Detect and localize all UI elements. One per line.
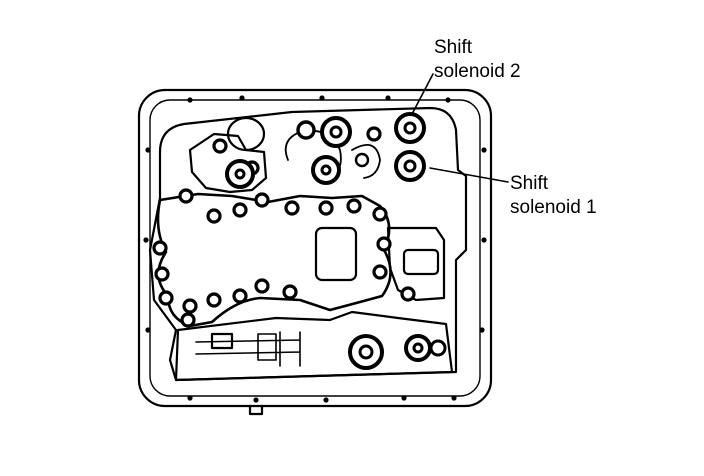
bolt-hole (145, 147, 151, 153)
bolt-hole (145, 327, 151, 333)
upper-left-bracket (188, 132, 268, 194)
shift-solenoid-1-leader (429, 167, 509, 183)
bolt-hole (253, 397, 259, 403)
valve-bolt (152, 240, 168, 256)
shift-solenoid-1-core (403, 159, 417, 173)
bolt-hole (187, 395, 193, 401)
valve-bolt (372, 206, 388, 222)
valve-bolt (284, 200, 300, 216)
bolt-hole (481, 147, 487, 153)
right-solenoid-housing (402, 248, 440, 276)
bolt-hole (187, 97, 193, 103)
bolt-hole (445, 97, 451, 103)
bolt-hole (479, 327, 485, 333)
bolt-hole (451, 395, 457, 401)
central-window (314, 226, 358, 282)
valve-bolt (282, 284, 298, 300)
valve-bolt (232, 202, 248, 218)
valve-bolt (158, 290, 174, 306)
valve-bolt (376, 236, 392, 252)
shift-solenoid-1-label-line2: solenoid 1 (510, 197, 597, 218)
shift-solenoid-2-leader (410, 73, 434, 117)
valve-bolt (346, 198, 362, 214)
valve-bolt (254, 278, 270, 294)
valve-bolt (212, 138, 228, 154)
valve-bolt (232, 288, 248, 304)
solenoid-upper-left-core (234, 168, 246, 180)
shift-solenoid-2-core (403, 121, 417, 135)
valve-bolt (180, 312, 196, 328)
separator-plate (156, 192, 392, 328)
shift-solenoid-2-label-line2: solenoid 2 (434, 61, 521, 82)
bolt-hole (319, 95, 325, 101)
small-fitting (354, 152, 370, 168)
solenoid-lower-right-core (358, 344, 374, 360)
right-valve-body (386, 226, 446, 302)
small-fitting (296, 120, 316, 140)
valve-bolt (254, 192, 270, 208)
lower-valve-body (174, 310, 454, 382)
bolt-hole (239, 95, 245, 101)
valve-bolt (206, 208, 222, 224)
housing-tab (248, 404, 264, 416)
valve-bolt (372, 264, 388, 280)
housing-outline (137, 88, 493, 408)
bolt-hole (481, 237, 487, 243)
lower-spool-block (257, 333, 277, 361)
bolt-hole (385, 95, 391, 101)
valve-bolt (206, 292, 222, 308)
valve-bolt (400, 286, 416, 302)
valve-bolt (178, 188, 194, 204)
lower-spool-plug (210, 332, 234, 350)
valve-bolt (366, 126, 382, 142)
bolt-hole (401, 395, 407, 401)
solenoid-upper-center-core (329, 125, 343, 139)
valve-bolt (318, 200, 334, 216)
bolt-hole (323, 397, 329, 403)
solenoid-lower-far-right-core (412, 342, 424, 354)
lower-spool-bore (195, 331, 301, 367)
solenoid-center-core (320, 164, 332, 176)
bolt-hole (143, 237, 149, 243)
valve-bolt (154, 266, 170, 282)
small-fitting (429, 339, 447, 357)
shift-solenoid-2-label-line1: Shift (434, 37, 473, 58)
shift-solenoid-1-label-line1: Shift (510, 173, 549, 194)
upper-left-accumulator (226, 116, 266, 152)
valve-bolt (182, 298, 198, 314)
